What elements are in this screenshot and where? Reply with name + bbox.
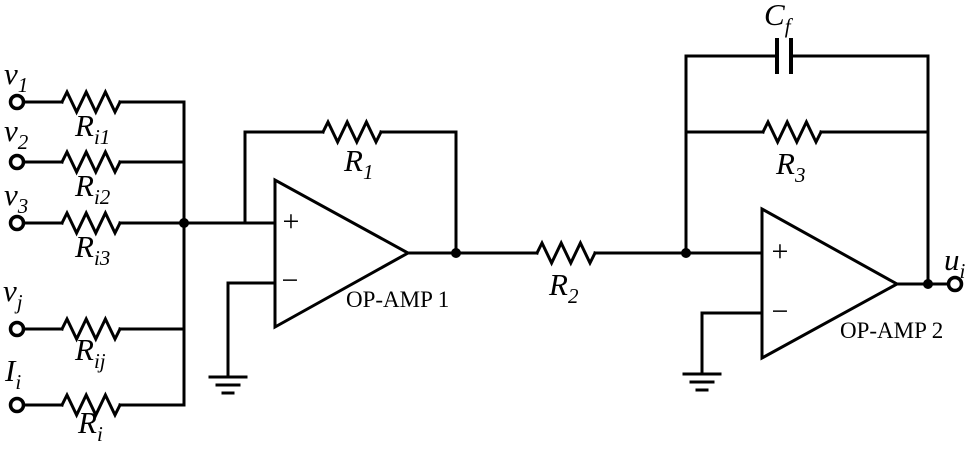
label-rij: Rij (74, 332, 106, 373)
ground-icon-2 (682, 372, 722, 392)
label-cf: Cf (764, 0, 794, 38)
junction-dot-bus (179, 218, 189, 228)
opamp1-minus-sign: − (282, 264, 299, 297)
junction-dot-opamp1-output (451, 248, 461, 258)
label-opamp2: OP-AMP 2 (840, 318, 943, 343)
label-opamp1: OP-AMP 1 (346, 287, 449, 312)
opamp1-plus-sign: + (283, 205, 300, 238)
junction-dot-opamp2-output (923, 279, 933, 289)
label-ri: Ri (77, 405, 103, 446)
input-terminal-ii (8, 396, 26, 414)
label-ri1: Ri1 (74, 108, 110, 149)
ground-icon-1 (208, 375, 248, 395)
opamp1-triangle (273, 177, 412, 330)
opamp2-plus-sign: + (772, 235, 789, 268)
label-ui: ui (944, 242, 966, 283)
resistor-ri2-zigzag (59, 148, 123, 176)
label-v1: v1 (4, 56, 28, 97)
resistor-ri-zigzag (59, 391, 123, 419)
label-ri2: Ri2 (74, 168, 111, 209)
opamp2-triangle (760, 206, 901, 361)
label-v2: v2 (4, 113, 29, 154)
opamp1-inverting-input-wire (226, 281, 277, 377)
label-ri3: Ri3 (74, 229, 110, 270)
label-ii: Ii (4, 353, 21, 394)
resistor-r2-zigzag (534, 239, 598, 267)
opamp2-inverting-input-wire (700, 311, 764, 374)
resistor-ri1-zigzag (59, 88, 123, 116)
label-r2: R2 (548, 267, 579, 308)
input-terminal-v3 (8, 214, 26, 232)
label-r1: R1 (343, 143, 373, 184)
input-terminal-v2 (8, 153, 26, 171)
label-r3: R3 (775, 146, 805, 187)
label-vj: vj (3, 273, 23, 314)
label-v3: v3 (4, 177, 28, 218)
opamp2-minus-sign: − (772, 295, 789, 328)
input-terminal-vj (8, 320, 26, 338)
resistor-r3-zigzag (760, 118, 824, 146)
resistor-ri3-zigzag (59, 209, 123, 237)
resistor-r1-zigzag (320, 118, 384, 146)
input-terminal-v1 (8, 93, 26, 111)
resistor-rij-zigzag (59, 315, 123, 343)
output-terminal-ui (946, 275, 964, 293)
